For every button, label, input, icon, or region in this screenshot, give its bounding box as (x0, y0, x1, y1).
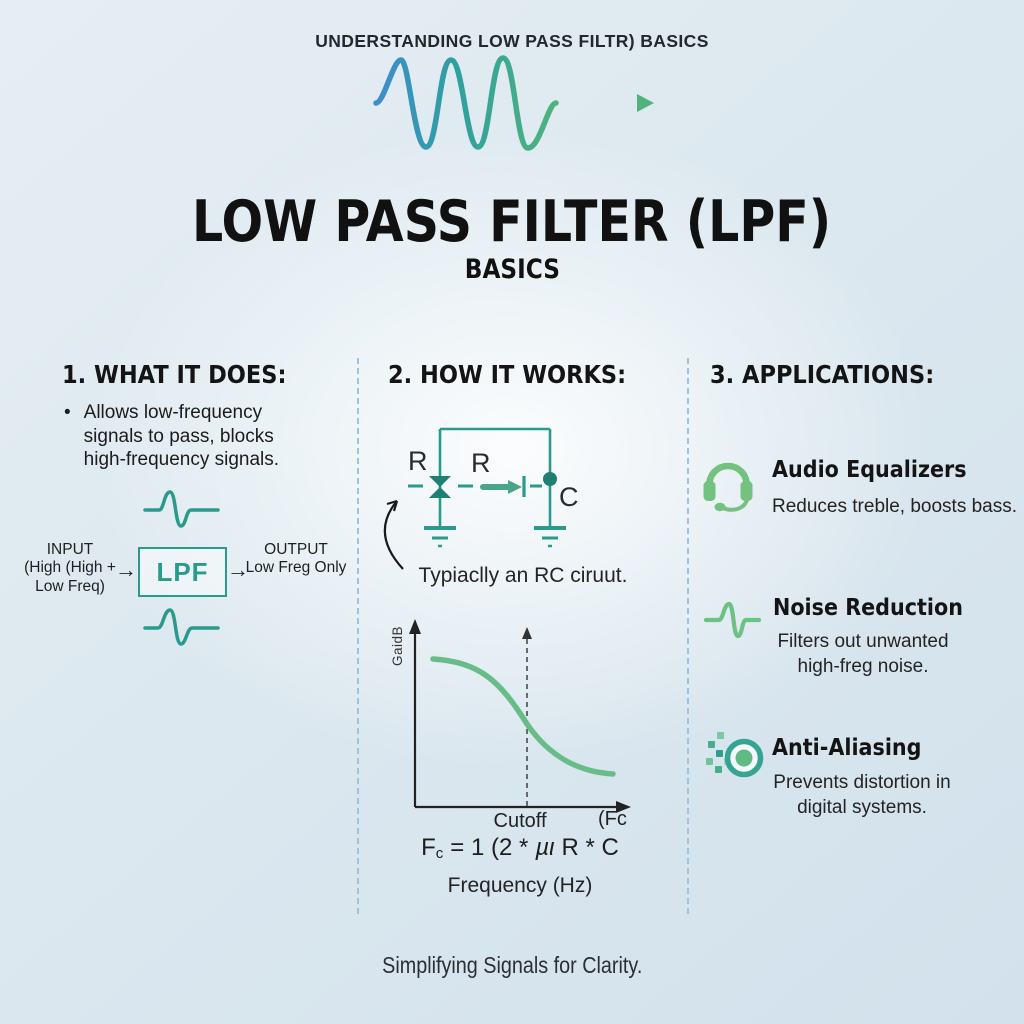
anti-aliasing-icon (706, 732, 764, 778)
response-curve (430, 656, 616, 777)
app-item-desc: Prevents distortion in digital systems. (773, 772, 951, 819)
input-title: INPUT (46, 541, 94, 558)
circuit-wires (438, 427, 552, 528)
input-line2: Low Freq) (35, 577, 105, 595)
output-line1: Low Freg Only (245, 559, 347, 577)
input-line1: (High (High + (24, 559, 116, 577)
input-arrow-icon: → (115, 557, 137, 582)
component-bowtie-top (429, 476, 451, 487)
annotation-arrowhead-icon (386, 499, 399, 512)
app-item-title: Audio Equalizers (772, 457, 967, 483)
column-divider-left (357, 358, 359, 914)
section-3-heading: 3. APPLICATIONS: (710, 360, 935, 389)
node-dot (543, 472, 557, 486)
annotation-arrow-curve (383, 500, 404, 570)
output-arrow-icon: → (227, 557, 249, 582)
signal-arrowhead-icon (508, 480, 522, 494)
formula-f: F (421, 834, 436, 861)
column-divider-right (687, 358, 689, 914)
fc-axis-label: (Fc (598, 808, 627, 830)
tagline: Simplifying Signals for Clarity. (381, 952, 643, 978)
formula-rest1: = 1 (2 * (450, 834, 529, 861)
input-wavelet-icon (143, 490, 220, 528)
capacitor-label: C (559, 482, 579, 512)
app-item-title: Noise Reduction (773, 595, 963, 621)
lpf-box: LPF (138, 547, 227, 597)
page-title: LOW PASS FILTER (LPF) (0, 194, 1024, 251)
component-bowtie-bottom (429, 487, 451, 498)
top-heading: UNDERSTANDING LOW PASS FILTR) BASICS (315, 31, 709, 51)
section-1-bullet-item: • Allows low-frequency signals to pass, … (64, 401, 290, 472)
resistor-label-2: R (471, 448, 491, 478)
section-1-heading: 1. WHAT IT DOES: (62, 360, 287, 389)
input-label-block: INPUT (High (High + Low Freq) (14, 541, 126, 596)
y-axis-arrowhead-icon (409, 619, 421, 634)
formula-rest2: R * C (561, 834, 619, 861)
frequency-response-graph (409, 619, 631, 813)
cutoff-arrowhead-icon (522, 627, 532, 639)
resistor-label-1: R (408, 446, 428, 476)
section-1-bullet-text: Allows low-frequency signals to pass, bl… (83, 402, 280, 471)
formula-pi: µι (535, 834, 555, 861)
headphones-icon (703, 462, 753, 512)
signal-wave-graphic (342, 55, 654, 151)
page-title-text: LOW PASS FILTER (LPF) (192, 189, 832, 255)
circuit-caption: Typiaclly an RC ciruut. (418, 564, 628, 587)
output-label-block: OUTPUT Low Freg Only (242, 541, 350, 578)
page-subtitle-text: BASICS (464, 254, 560, 285)
lpf-box-label: LPF (156, 556, 209, 587)
x-axis-arrowhead-icon (616, 801, 631, 813)
page-subtitle: BASICS (0, 254, 1024, 285)
output-wavelet-icon (143, 608, 220, 646)
app-item-desc: Reduces treble, boosts bass. (772, 496, 1018, 517)
rc-circuit-diagram (383, 427, 566, 570)
noise-wave-icon (704, 601, 762, 639)
wave-arrowhead-icon (637, 94, 654, 112)
sine-wave-icon (373, 55, 559, 151)
app-item-title: Anti-Aliasing (772, 735, 922, 761)
section-2-heading: 2. HOW IT WORKS: (388, 360, 627, 389)
app-item-desc: Filters out unwanted high-freg noise. (777, 631, 949, 678)
formula-subscript: c (435, 845, 444, 862)
frequency-axis-label: Frequency (Hz) (447, 874, 593, 897)
cutoff-label: Cutoff (493, 810, 547, 832)
bullet-icon: • (64, 402, 71, 423)
output-title: OUTPUT (264, 541, 328, 558)
gain-axis-label: GaidB (390, 625, 405, 666)
